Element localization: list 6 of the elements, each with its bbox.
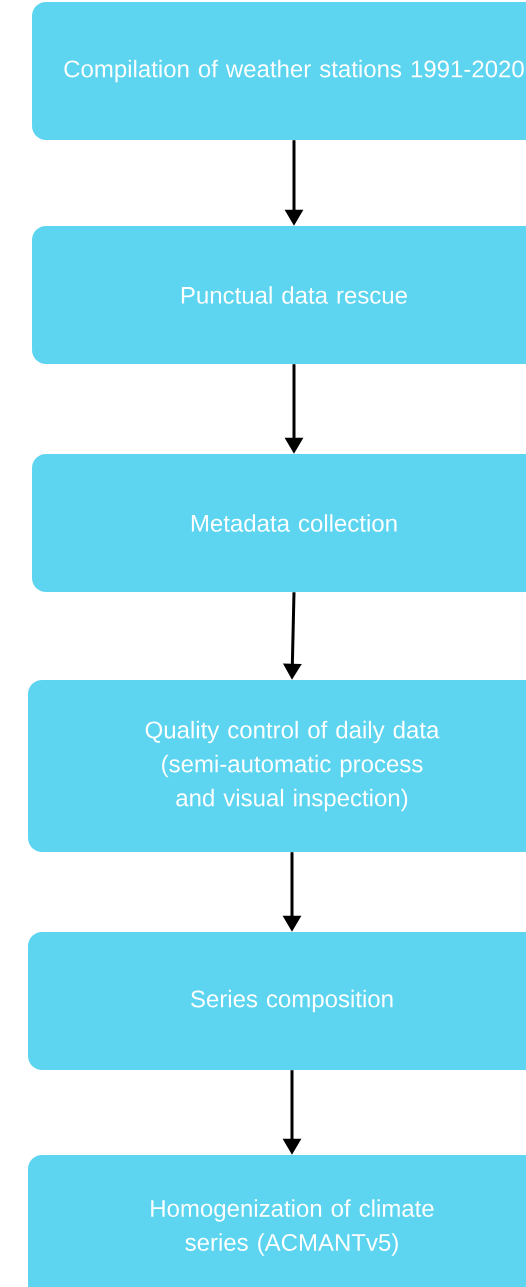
process-box: Metadata collection bbox=[32, 454, 526, 592]
process-box: Punctual data rescue bbox=[32, 226, 526, 364]
process-box: Series composition bbox=[28, 932, 526, 1070]
process-box: Homogenization of climate series (ACMANTv5) bbox=[28, 1155, 526, 1287]
process-box: Compilation of weather stations 1991-2020 bbox=[32, 2, 526, 140]
process-box: Quality control of daily data (semi-automatic process and visual inspection) bbox=[28, 680, 526, 852]
